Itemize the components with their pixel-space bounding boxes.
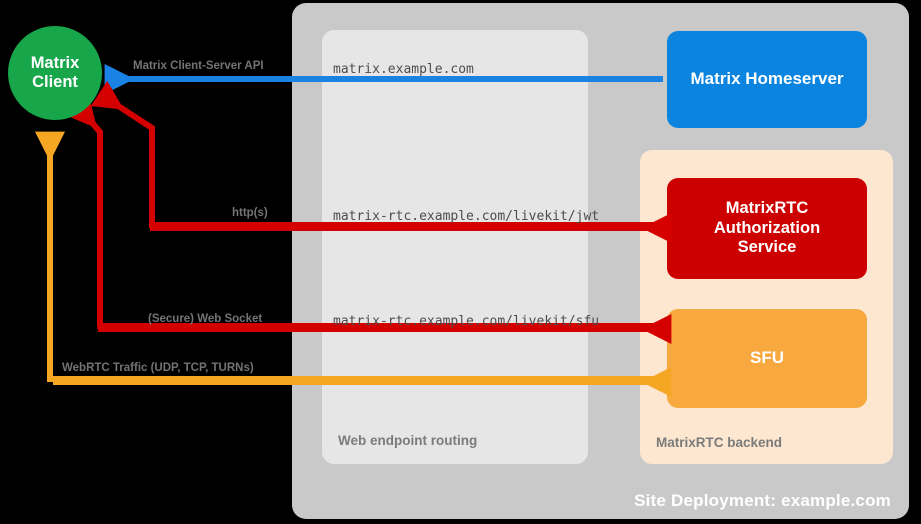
label-client-server-api: Matrix Client-Server API — [133, 60, 264, 72]
auth-service-line1: MatrixRTC — [725, 198, 809, 217]
label-http-s: http(s) — [232, 207, 268, 219]
web-endpoint-routing-panel: Web endpoint routing — [322, 30, 588, 464]
site-deployment-label: Site Deployment: example.com — [634, 491, 891, 510]
node-matrix-homeserver[interactable]: Matrix Homeserver — [667, 31, 867, 128]
wire-sfu-websocket — [66, 95, 672, 344]
node-sfu[interactable]: SFU — [667, 309, 867, 408]
endpoint-matrix-example-com: matrix.example.com — [333, 62, 474, 77]
wire-webrtc-media — [35, 131, 672, 397]
node-matrixrtc-authorization-service[interactable]: MatrixRTC Authorization Service — [667, 178, 867, 279]
web-endpoint-routing-label: Web endpoint routing — [338, 433, 478, 448]
matrixrtc-backend-label: MatrixRTC backend — [656, 435, 783, 450]
label-webrtc-traffic: WebRTC Traffic (UDP, TCP, TURNs) — [62, 362, 254, 374]
matrix-client-line2: Client — [32, 73, 78, 91]
node-matrix-client[interactable]: Matrix Client — [8, 26, 102, 120]
wire-jwt-auth — [90, 80, 672, 243]
matrix-homeserver-label: Matrix Homeserver — [690, 69, 844, 89]
auth-service-line3: Service — [737, 238, 797, 257]
label-secure-web-socket: (Secure) Web Socket — [148, 313, 263, 325]
auth-service-line2: Authorization — [713, 218, 821, 237]
endpoint-livekit-jwt: matrix-rtc.example.com/livekit/jwt — [333, 209, 600, 224]
endpoint-livekit-sfu: matrix-rtc.example.com/livekit/sfu — [333, 314, 600, 329]
matrix-client-line1: Matrix — [30, 53, 80, 72]
sfu-label: SFU — [750, 348, 784, 368]
